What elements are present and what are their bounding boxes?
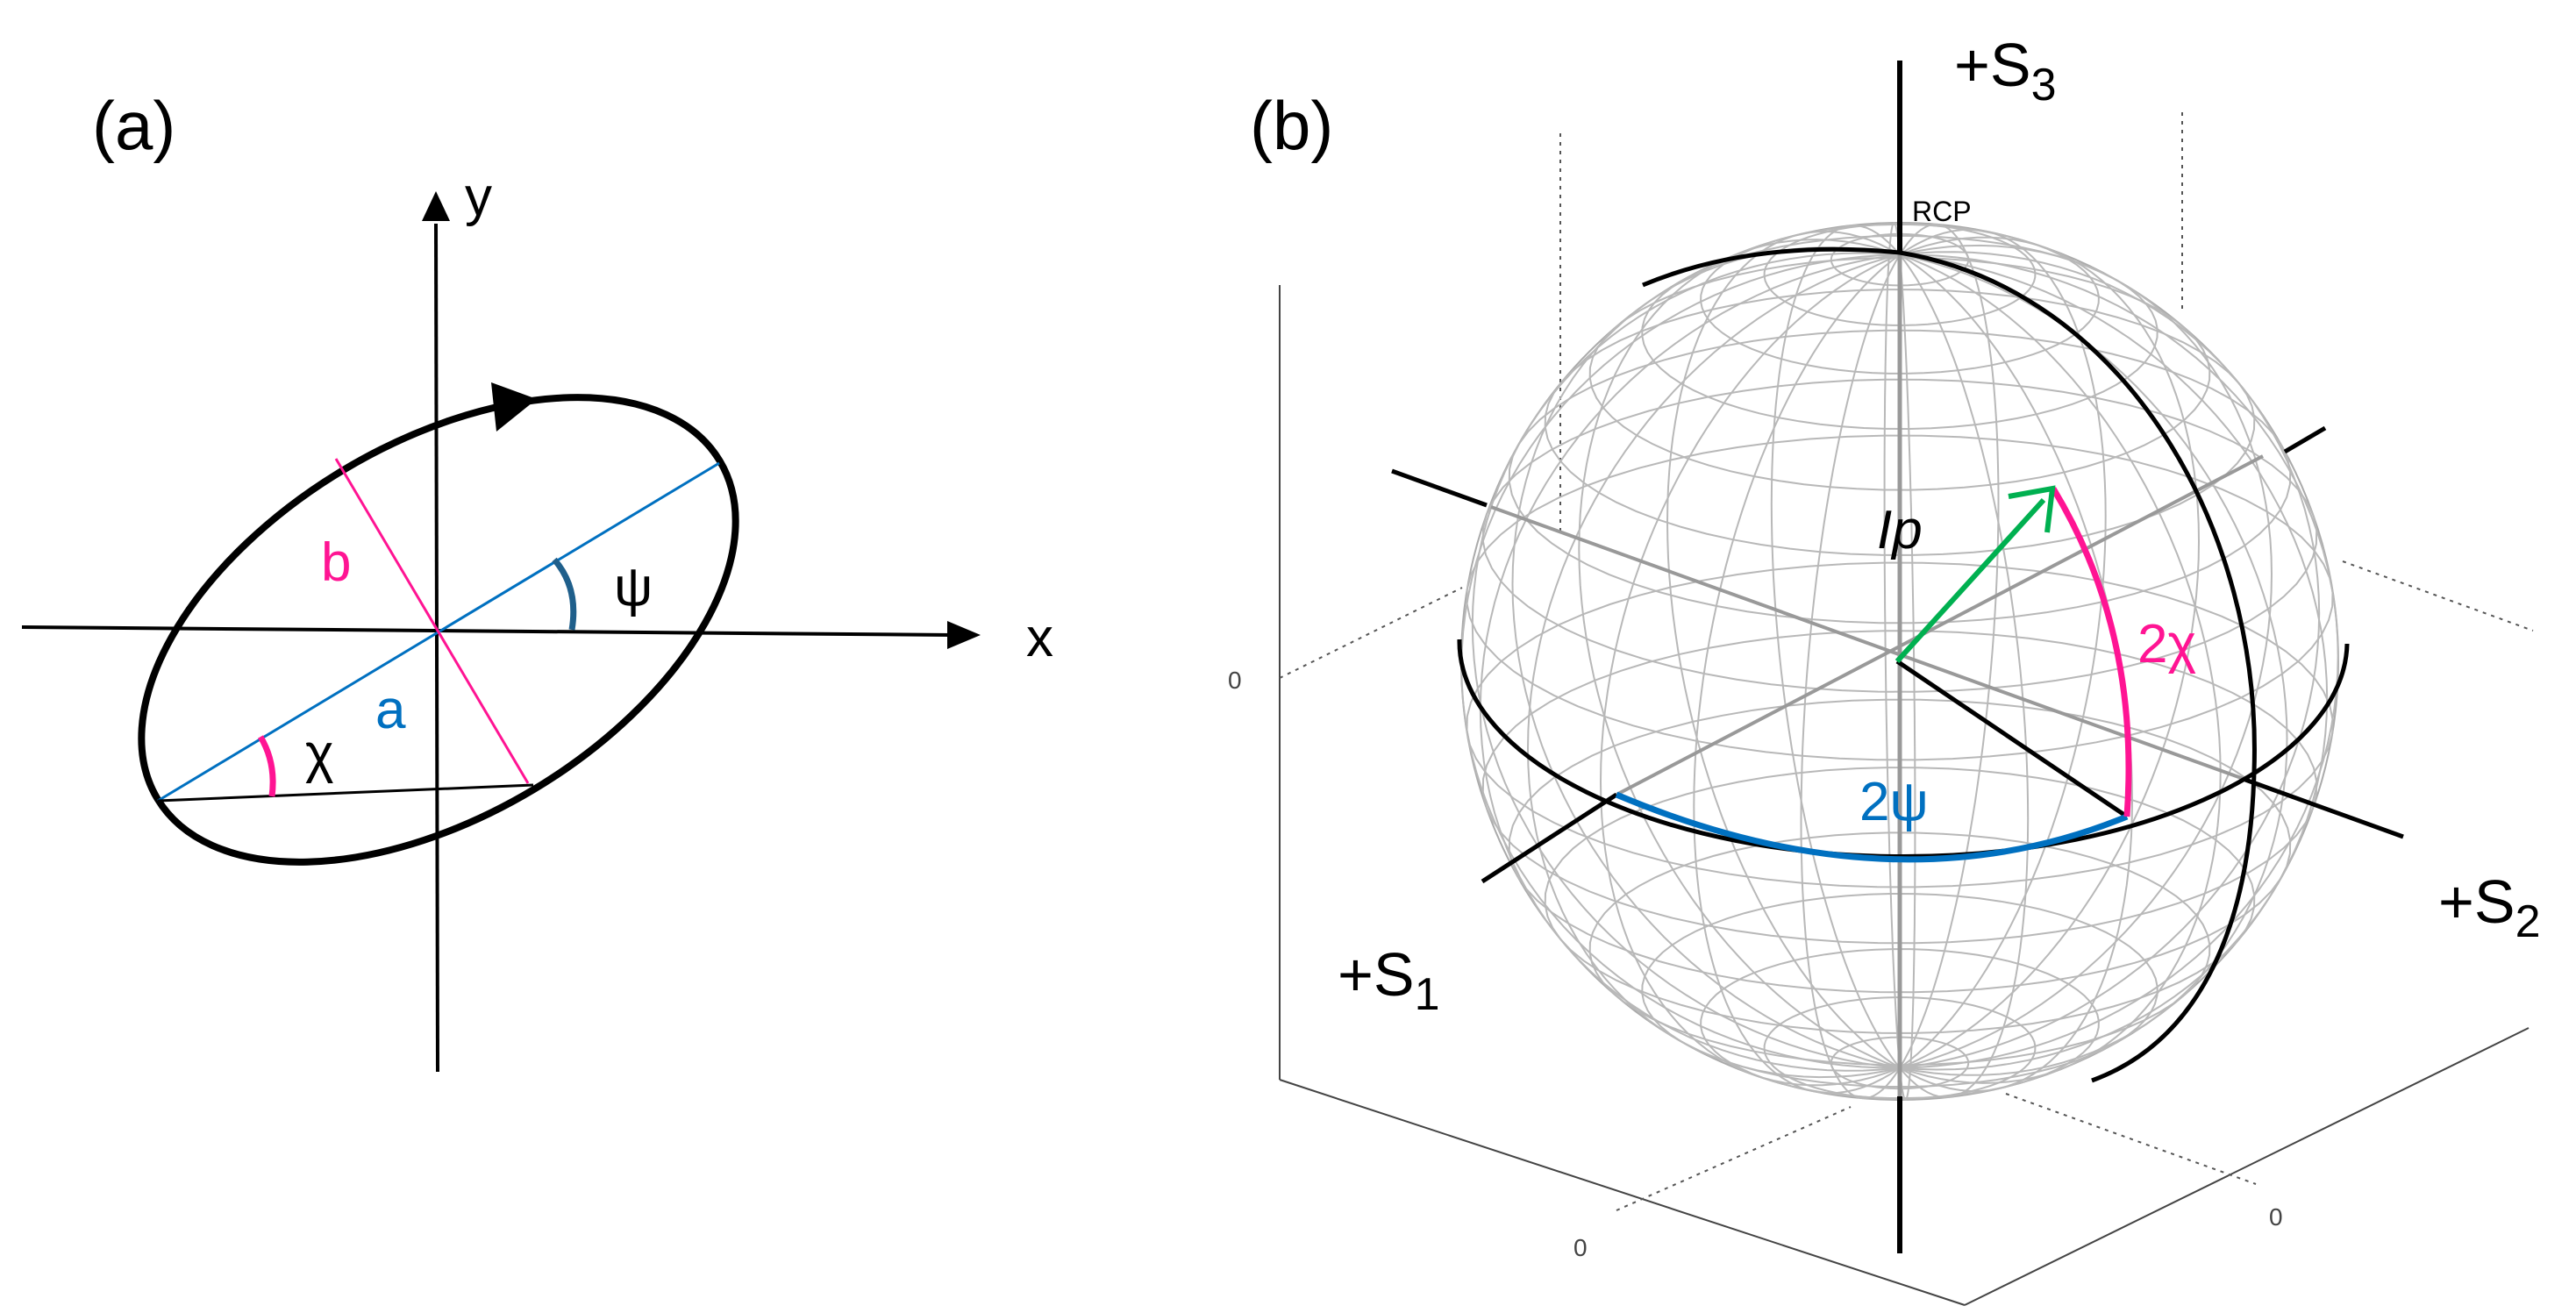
tick-label-bottom-right: 0 [2269, 1203, 2283, 1231]
panel-a: (a) x y b a ψ χ [21, 87, 1053, 1073]
two-psi-label: 2ψ [1859, 772, 1929, 832]
tick-label-left: 0 [1228, 667, 1242, 694]
longitude-line [1899, 253, 2339, 1069]
two-chi-arc [2051, 487, 2132, 817]
y-axis-label: y [465, 167, 492, 227]
longitude-line [1899, 253, 2030, 1098]
chi-angle-arc [257, 735, 276, 797]
longitude-line [1899, 254, 1916, 1102]
longitude-line [1800, 253, 1901, 1100]
two-psi-arc [1615, 791, 2129, 863]
longitude-line [1883, 221, 1901, 1068]
two-chi-label: 2χ [2137, 614, 2196, 674]
panel-a-label: (a) [92, 87, 175, 164]
s1-axis-back [2283, 425, 2327, 454]
dotted-line [2342, 560, 2534, 632]
minor-axis-line [334, 458, 530, 784]
vector-label: Ip [1877, 500, 1923, 560]
s2-axis-front [2244, 777, 2404, 839]
chi-label: χ [305, 724, 334, 784]
tick-label-bottom-left: 0 [1573, 1234, 1588, 1261]
dotted-line [1616, 1106, 1852, 1211]
longitude-line [1899, 228, 2107, 1069]
dotted-line [2005, 1093, 2257, 1185]
box-edge [1964, 1027, 2530, 1306]
x-axis [21, 625, 953, 637]
major-axis-label: a [375, 680, 406, 740]
s1-axis-inner [1616, 454, 2264, 796]
x-axis-arrow-icon [947, 621, 981, 649]
y-axis-arrow-icon [422, 191, 450, 221]
longitude-line [1770, 225, 1901, 1069]
s1-axis-front [1481, 792, 1618, 884]
s1-axis-label: +S1 [1338, 940, 1440, 1020]
psi-angle-arc [552, 557, 577, 631]
longitude-line [1471, 252, 1901, 1069]
longitude-line [1511, 246, 1901, 1069]
longitude-line [1578, 239, 1901, 1069]
longitude-line [1899, 251, 2321, 1069]
meridian [1642, 246, 2257, 1083]
polarization-vector [1895, 497, 2046, 664]
longitude-line [1899, 253, 2329, 1071]
panel-b-label: (b) [1250, 87, 1333, 164]
minor-axis-label: b [321, 532, 351, 593]
vector-arrowhead-icon [2008, 485, 2056, 533]
box-dotted-lines [1279, 112, 2534, 1211]
longitude-line [1693, 253, 1901, 1095]
longitude-line [1599, 253, 1901, 1087]
chord-line [157, 783, 534, 803]
psi-label: ψ [614, 557, 653, 617]
box-edge [1279, 1079, 1966, 1306]
s2-axis-label: +S2 [2438, 867, 2541, 947]
s3-axis-label: +S3 [1954, 31, 2057, 111]
longitude-line [1899, 223, 2000, 1069]
panel-b: (b) 0 0 0 [1228, 31, 2541, 1306]
longitude-line [1666, 230, 1901, 1069]
longitude-line [1899, 236, 2201, 1069]
rotation-arrow-icon [491, 382, 537, 432]
x-axis-label: x [1026, 608, 1053, 668]
dotted-line [1279, 587, 1463, 679]
projection-line [1895, 659, 2129, 819]
longitude-line [1899, 244, 2273, 1069]
longitude-line [1899, 253, 2134, 1093]
rcp-label: RCP [1912, 196, 1972, 227]
plot-box [1279, 285, 2530, 1306]
longitude-line [1899, 253, 2222, 1084]
longitude-line [1479, 253, 1901, 1072]
y-axis [434, 223, 439, 1073]
s2-axis-back [1391, 468, 1488, 508]
longitude-line [1526, 253, 1901, 1079]
